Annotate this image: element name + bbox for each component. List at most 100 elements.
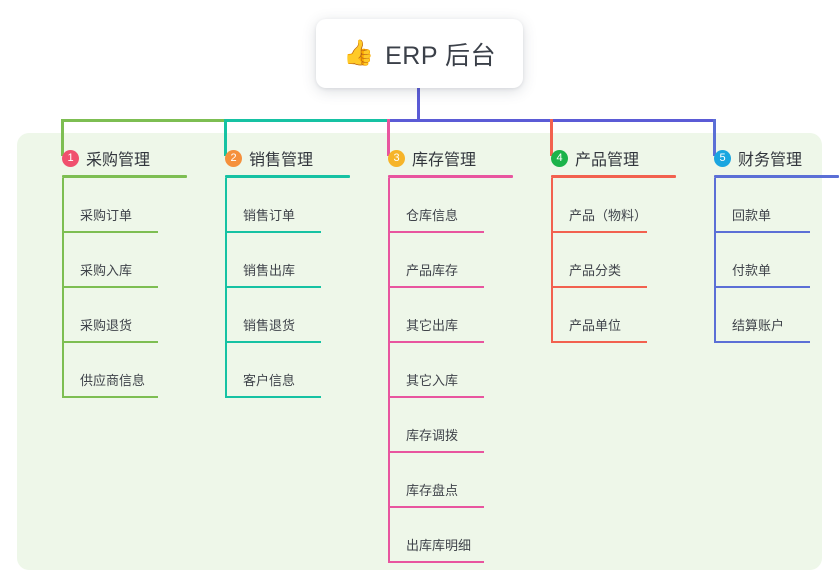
branch-item-label: 产品分类	[569, 263, 622, 278]
branches-panel	[17, 133, 822, 570]
branch-title: 库存管理	[412, 152, 477, 169]
branch-item-list: 仓库信息产品库存其它出库其它入库库存调拨库存盘点出库库明细	[388, 178, 529, 563]
branch-item-label: 采购入库	[80, 263, 133, 278]
branch-title: 财务管理	[738, 152, 803, 169]
branch-item-underline	[388, 451, 484, 453]
branch-header-5[interactable]: 5 财务管理	[692, 146, 839, 170]
drop-line-2	[224, 119, 227, 156]
branch-item-label: 其它入库	[406, 373, 459, 388]
branch-item-label: 其它出库	[406, 318, 459, 333]
branch-spine	[225, 178, 227, 398]
branch-item-underline	[62, 396, 158, 398]
branch-header-underline	[225, 175, 350, 178]
branch-item-underline	[225, 341, 321, 343]
branch-index-badge: 2	[225, 149, 242, 167]
branch-title: 销售管理	[249, 152, 314, 169]
branch-item[interactable]: 采购订单	[62, 178, 203, 233]
branch-item-label: 销售订单	[243, 208, 296, 223]
branch-item-list: 产品（物料） 产品分类产品单位	[551, 178, 692, 343]
branch-item-underline	[225, 231, 321, 233]
branch-item[interactable]: 仓库信息	[388, 178, 529, 233]
branch-item-list: 采购订单采购入库采购退货供应商信息	[62, 178, 203, 398]
branch-header-2[interactable]: 2 销售管理	[203, 146, 366, 170]
thumbs-up-icon: 👍	[342, 39, 375, 67]
branch-item-underline	[388, 286, 484, 288]
branch-item-underline	[62, 231, 158, 233]
branch-index-badge: 5	[714, 149, 731, 167]
branch-item[interactable]: 其它入库	[388, 343, 529, 398]
branch-item-underline	[388, 231, 484, 233]
branch-column-4: 4 产品管理产品（物料） 产品分类产品单位	[529, 146, 692, 343]
branch-item[interactable]: 产品单位	[551, 288, 692, 343]
branch-item[interactable]: 客户信息	[225, 343, 366, 398]
branch-item-underline	[714, 286, 810, 288]
branch-item-label: 产品单位	[569, 318, 622, 333]
branch-item-label: 采购退货	[80, 318, 133, 333]
branch-item-label: 库存调拨	[406, 428, 459, 443]
branch-item-underline	[388, 341, 484, 343]
branch-item[interactable]: 产品（物料）	[551, 178, 692, 233]
root-node[interactable]: 👍 ERP 后台	[316, 19, 523, 88]
branch-header-underline	[551, 175, 676, 178]
branch-item[interactable]: 其它出库	[388, 288, 529, 343]
branch-header-underline	[62, 175, 187, 178]
branch-item-label: 供应商信息	[80, 373, 146, 388]
branch-header-underline	[388, 175, 513, 178]
branch-item-label: 销售退货	[243, 318, 296, 333]
branch-spine	[62, 178, 64, 398]
branch-header-underline	[714, 175, 839, 178]
branch-item[interactable]: 销售出库	[225, 233, 366, 288]
branch-spine	[551, 178, 553, 343]
branch-item-underline	[714, 231, 810, 233]
branch-item[interactable]: 供应商信息	[62, 343, 203, 398]
branch-column-5: 5 财务管理回款单付款单结算账户	[692, 146, 839, 343]
branch-header-3[interactable]: 3 库存管理	[366, 146, 529, 170]
branch-item-label: 销售出库	[243, 263, 296, 278]
branch-item-label: 产品库存	[406, 263, 459, 278]
branch-item[interactable]: 销售订单	[225, 178, 366, 233]
branch-title: 采购管理	[86, 152, 151, 169]
branch-spine	[388, 178, 390, 563]
branch-index-badge: 1	[62, 149, 79, 167]
branch-item[interactable]: 结算账户	[714, 288, 839, 343]
branch-index-badge: 4	[551, 149, 568, 167]
branch-item-underline	[714, 341, 810, 343]
branch-column-3: 3 库存管理仓库信息产品库存其它出库其它入库库存调拨库存盘点出库库明细	[366, 146, 529, 563]
branch-item-label: 结算账户	[732, 318, 785, 333]
branch-item-underline	[225, 286, 321, 288]
drop-line-4	[550, 119, 553, 156]
branch-item[interactable]: 采购入库	[62, 233, 203, 288]
branch-item-underline	[225, 396, 321, 398]
branch-item-label: 采购订单	[80, 208, 133, 223]
bus-segment-2	[224, 119, 389, 122]
branch-item-underline	[551, 231, 647, 233]
branch-title: 产品管理	[575, 152, 640, 169]
branch-item[interactable]: 回款单	[714, 178, 839, 233]
branch-item[interactable]: 产品库存	[388, 233, 529, 288]
branch-item[interactable]: 库存调拨	[388, 398, 529, 453]
branch-item[interactable]: 采购退货	[62, 288, 203, 343]
branch-header-1[interactable]: 1 采购管理	[40, 146, 203, 170]
bus-segment-1	[61, 119, 226, 122]
branch-item[interactable]: 付款单	[714, 233, 839, 288]
branch-header-4[interactable]: 4 产品管理	[529, 146, 692, 170]
branch-item[interactable]: 销售退货	[225, 288, 366, 343]
branch-item-label: 回款单	[732, 208, 772, 223]
drop-line-1	[61, 119, 64, 156]
branch-item-label: 客户信息	[243, 373, 296, 388]
branch-item-label: 出库库明细	[406, 538, 472, 553]
trunk-line	[417, 86, 420, 122]
branch-item-underline	[551, 341, 647, 343]
branch-index-badge: 3	[388, 149, 405, 167]
branch-item-underline	[551, 286, 647, 288]
branch-item[interactable]: 产品分类	[551, 233, 692, 288]
branch-item-underline	[388, 506, 484, 508]
root-node-label: ERP 后台	[385, 41, 497, 70]
branch-column-1: 1 采购管理采购订单采购入库采购退货供应商信息	[40, 146, 203, 398]
branch-item-underline	[62, 341, 158, 343]
branch-item[interactable]: 出库库明细	[388, 508, 529, 563]
branch-item[interactable]: 库存盘点	[388, 453, 529, 508]
branch-column-2: 2 销售管理销售订单销售出库销售退货客户信息	[203, 146, 366, 398]
branch-item-list: 回款单付款单结算账户	[714, 178, 839, 343]
